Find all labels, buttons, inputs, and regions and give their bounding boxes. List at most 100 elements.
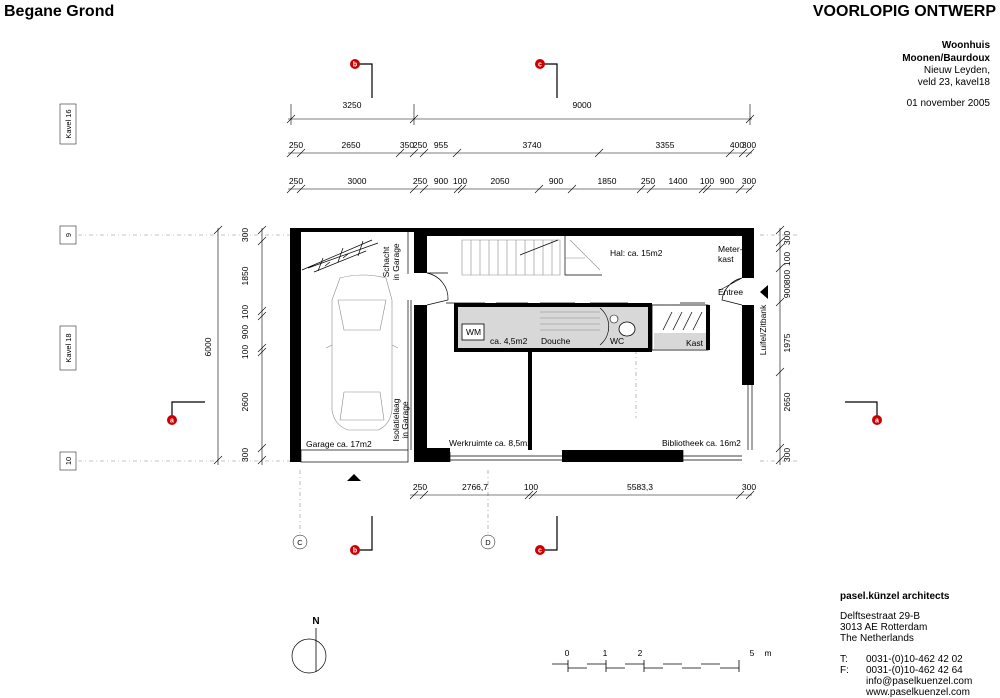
- svg-text:5: 5: [750, 648, 755, 658]
- room-label-entree: Entree: [718, 287, 743, 297]
- room-label-kast: Kast: [686, 338, 704, 348]
- grid-axis-10: 10: [64, 457, 73, 465]
- svg-text:m: m: [764, 648, 771, 658]
- dimension-bottom-labels: 250 2766,7 100 5583,3 300: [413, 482, 756, 492]
- svg-text:250: 250: [413, 482, 427, 492]
- svg-text:Kavel 18: Kavel 18: [64, 333, 73, 362]
- svg-text:a: a: [170, 418, 174, 425]
- svg-text:800: 800: [782, 270, 792, 284]
- svg-text:250: 250: [641, 176, 655, 186]
- svg-text:100: 100: [240, 345, 250, 359]
- project-date: 01 november 2005: [907, 98, 991, 109]
- project-type: Woonhuis: [942, 40, 991, 51]
- svg-text:b: b: [353, 548, 357, 555]
- room-label-douche: Douche: [541, 336, 571, 346]
- office-tel-label: T:: [840, 654, 848, 665]
- grid-axis-c: C: [297, 538, 303, 547]
- garage-rack-icon: [301, 239, 379, 273]
- section-marker-c-top: c: [535, 59, 558, 98]
- room-label-wc: WC: [610, 336, 624, 346]
- svg-text:2600: 2600: [240, 392, 250, 411]
- project-info: Woonhuis Moonen/Baurdoux Nieuw Leyden, v…: [902, 40, 990, 109]
- svg-text:250: 250: [413, 176, 427, 186]
- section-marker-b-bottom: b: [350, 516, 373, 555]
- office-fax-label: F:: [840, 665, 849, 676]
- garage-entrance-arrow-icon: [347, 474, 361, 481]
- schacht-label-2: in Garage: [391, 243, 401, 281]
- label-wm: WM: [466, 327, 481, 337]
- svg-text:300: 300: [742, 482, 756, 492]
- dimension-right-labels: 300 100 800 900 1975 2650 300: [782, 231, 792, 462]
- project-location-1: Nieuw Leyden,: [924, 65, 990, 76]
- north-label: N: [312, 616, 319, 627]
- svg-text:1: 1: [603, 648, 608, 658]
- svg-text:250: 250: [413, 140, 427, 150]
- svg-text:900: 900: [782, 284, 792, 298]
- project-client: Moonen/Baurdoux: [902, 53, 990, 64]
- label-luifel: Luifel/Zitbank: [758, 304, 768, 355]
- dimension-top: [286, 104, 755, 194]
- svg-text:3250: 3250: [343, 100, 362, 110]
- room-label-bibliotheek: Bibliotheek ca. 16m2: [662, 438, 741, 448]
- svg-text:300: 300: [782, 448, 792, 462]
- grid-axis-d: D: [485, 538, 491, 547]
- office-fax: 0031-(0)10-462 42 64: [866, 665, 963, 676]
- grid-axis-9: 9: [64, 233, 73, 237]
- scale-bar: 0 1 2 5 m: [552, 648, 772, 672]
- dimension-left-labels: 6000 300 1850 100 900 100 2600 300: [203, 228, 250, 462]
- svg-text:300: 300: [782, 231, 792, 245]
- dimension-right: [775, 225, 785, 465]
- section-marker-c-bottom: c: [535, 516, 558, 555]
- office-email[interactable]: info@paselkuenzel.com: [866, 676, 972, 687]
- office-country: The Netherlands: [840, 633, 914, 644]
- grid-axes: 9 10 C D: [59, 225, 800, 550]
- plot-label-top: Kavel 16: [59, 103, 77, 145]
- svg-text:400: 400: [730, 140, 744, 150]
- svg-text:9000: 9000: [573, 100, 592, 110]
- svg-text:1850: 1850: [240, 266, 250, 285]
- svg-text:a: a: [875, 418, 879, 425]
- svg-text:900: 900: [240, 325, 250, 339]
- svg-text:5583,3: 5583,3: [627, 482, 653, 492]
- svg-text:900: 900: [549, 176, 563, 186]
- svg-text:100: 100: [524, 482, 538, 492]
- door-entree: [719, 277, 743, 306]
- dimension-top-labels: 3250 9000 250 2650 350 250 955 3740 3355…: [289, 100, 756, 186]
- svg-text:100: 100: [240, 305, 250, 319]
- car-outline: [325, 274, 399, 431]
- isolatie-label-1: Isolatielaag: [391, 398, 401, 441]
- svg-text:300: 300: [742, 140, 756, 150]
- room-label-garage: Garage ca. 17m2: [306, 439, 372, 449]
- office-web[interactable]: www.paselkuenzel.com: [865, 687, 970, 698]
- door-left: [426, 272, 449, 306]
- dimension-left: [213, 225, 267, 465]
- svg-text:1975: 1975: [782, 333, 792, 352]
- svg-text:300: 300: [240, 228, 250, 242]
- room-label-bath-area: ca. 4,5m2: [490, 336, 528, 346]
- floor-title: Begane Grond: [4, 3, 114, 20]
- svg-text:2650: 2650: [782, 392, 792, 411]
- svg-text:2050: 2050: [491, 176, 510, 186]
- room-label-meterkast-2: kast: [718, 254, 734, 264]
- svg-text:2: 2: [638, 648, 643, 658]
- svg-text:2766,7: 2766,7: [462, 482, 488, 492]
- svg-text:100: 100: [782, 252, 792, 266]
- garage-walls: [290, 228, 416, 463]
- svg-text:1400: 1400: [669, 176, 688, 186]
- svg-text:900: 900: [434, 176, 448, 186]
- svg-text:2650: 2650: [342, 140, 361, 150]
- svg-text:1850: 1850: [598, 176, 617, 186]
- svg-text:250: 250: [289, 140, 303, 150]
- section-marker-a-left: a: [167, 401, 205, 425]
- svg-text:Kavel 16: Kavel 16: [64, 109, 73, 138]
- office-tel: 0031-(0)10-462 42 02: [866, 654, 963, 665]
- project-location-2: veld 23, kavel18: [918, 77, 991, 88]
- staircase: [461, 236, 602, 276]
- svg-text:c: c: [538, 62, 542, 69]
- svg-text:3740: 3740: [523, 140, 542, 150]
- svg-text:300: 300: [742, 176, 756, 186]
- svg-text:6000: 6000: [203, 337, 213, 356]
- house-walls: [414, 228, 754, 462]
- isolatie-label-2: in Garage: [400, 401, 410, 439]
